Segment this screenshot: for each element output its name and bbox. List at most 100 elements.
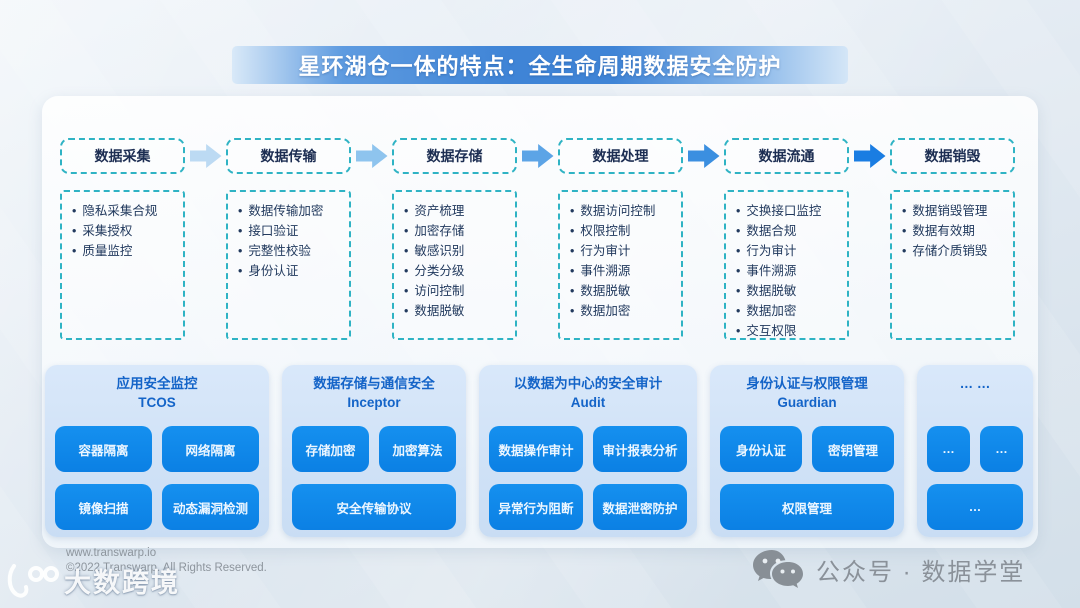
stage-detail-item: 敏感识别 <box>404 241 511 261</box>
arrow-glyph <box>687 144 720 168</box>
stage-detail-list: 数据销毁管理数据有效期存储介质销毁 <box>892 192 1013 261</box>
stage-detail-item: 加密存储 <box>404 221 511 241</box>
stage-detail-item: 行为审计 <box>736 241 843 261</box>
panel-title-block: 以数据为中心的安全审计 Audit <box>479 365 697 424</box>
panel-subtitle: Inceptor <box>347 395 401 410</box>
footer-url: www.transwarp.io <box>66 547 157 559</box>
feature-chip: 镜像扫描 <box>55 484 152 530</box>
panel-subtitle: Guardian <box>777 395 837 410</box>
footer-left: www.transwarp.io ©2022 Transwarp. All Ri… <box>66 546 267 576</box>
stage-detail-item: 数据传输加密 <box>238 201 345 221</box>
panel-title-block: … … <box>917 365 1033 424</box>
stage-detail-item: 数据脱敏 <box>736 281 843 301</box>
flow-arrow-icon <box>849 144 890 168</box>
feature-chip: 安全传输协议 <box>292 484 456 530</box>
feature-chip: 网络隔离 <box>162 426 259 472</box>
stage-header: 数据销毁 <box>890 138 1015 174</box>
panel-title-block: 数据存储与通信安全 Inceptor <box>282 365 466 424</box>
stage-detail-item: 接口验证 <box>238 221 345 241</box>
stage-detail-item: 身份认证 <box>238 261 345 281</box>
feature-chip: … <box>927 426 970 472</box>
arrow-glyph <box>189 144 222 168</box>
stage-detail-item: 采集授权 <box>72 221 179 241</box>
platform-panel: … ………… <box>917 365 1033 537</box>
stage-detail-item: 交互权限 <box>736 321 843 341</box>
stage-header: 数据采集 <box>60 138 185 174</box>
stage-detail-item: 数据脱敏 <box>404 301 511 321</box>
page-title: 星环湖仓一体的特点：全生命周期数据安全防护 <box>298 54 782 79</box>
feature-chip: 数据操作审计 <box>489 426 583 472</box>
stage-detail-item: 分类分级 <box>404 261 511 281</box>
chip-rows: 容器隔离网络隔离镜像扫描动态漏洞检测 <box>45 424 269 530</box>
chip-row: 身份认证密钥管理 <box>720 426 894 472</box>
stage-detail-item: 权限控制 <box>570 221 677 241</box>
panel-title: … … <box>959 376 991 391</box>
flow-arrow-icon <box>683 144 724 168</box>
stage-header: 数据存储 <box>392 138 517 174</box>
flow-arrow-icon <box>185 144 226 168</box>
stage-header: 数据传输 <box>226 138 351 174</box>
wechat-block: 公众号 · 数据学堂 <box>752 548 1025 590</box>
chip-row: 权限管理 <box>720 484 894 530</box>
panel-title: 数据存储与通信安全 <box>313 376 435 391</box>
stage-detail-item: 完整性校验 <box>238 241 345 261</box>
stage-detail-item: 资产梳理 <box>404 201 511 221</box>
stage-detail-list: 资产梳理加密存储敏感识别分类分级访问控制数据脱敏 <box>394 192 515 321</box>
stage-detail-list: 交换接口监控数据合规行为审计事件溯源数据脱敏数据加密交互权限 <box>726 192 847 341</box>
title-ribbon: 星环湖仓一体的特点：全生命周期数据安全防护 <box>232 46 848 84</box>
chip-row: …… <box>927 426 1023 472</box>
stage-detail-item: 事件溯源 <box>736 261 843 281</box>
flow-arrow-icon <box>351 144 392 168</box>
chip-row: 数据操作审计审计报表分析 <box>489 426 687 472</box>
panel-title: 以数据为中心的安全审计 <box>513 376 663 391</box>
feature-chip: 容器隔离 <box>55 426 152 472</box>
panel-subtitle: Audit <box>570 395 606 410</box>
stage-detail-item: 行为审计 <box>570 241 677 261</box>
chip-rows: 身份认证密钥管理权限管理 <box>710 424 904 530</box>
stage-detail-item: 事件溯源 <box>570 261 677 281</box>
stage-detail-list: 数据访问控制权限控制行为审计事件溯源数据脱敏数据加密 <box>560 192 681 321</box>
chip-row: 存储加密加密算法 <box>292 426 456 472</box>
stage-flow-row: 数据采集数据传输数据存储数据处理数据流通数据销毁 <box>60 138 1020 174</box>
platform-panel: 以数据为中心的安全审计 Audit 数据操作审计审计报表分析异常行为阻断数据泄密防护 <box>479 365 697 537</box>
feature-chip: 动态漏洞检测 <box>162 484 259 530</box>
chip-rows: 数据操作审计审计报表分析异常行为阻断数据泄密防护 <box>479 424 697 530</box>
stage-header: 数据处理 <box>558 138 683 174</box>
watermark-text: 大数跨境 <box>64 567 180 598</box>
stage-detail-item: 数据合规 <box>736 221 843 241</box>
stage-detail-item: 隐私采集合规 <box>72 201 179 221</box>
wechat-account-label: 公众号 · 数据学堂 <box>816 558 1026 586</box>
arrow-glyph <box>853 144 886 168</box>
stage-detail-item: 数据有效期 <box>902 221 1009 241</box>
stage-detail-item: 数据脱敏 <box>570 281 677 301</box>
stage-detail-item: 访问控制 <box>404 281 511 301</box>
chip-rows: 存储加密加密算法安全传输协议 <box>282 424 466 530</box>
stage-detail-box: 数据访问控制权限控制行为审计事件溯源数据脱敏数据加密 <box>558 190 683 340</box>
stage-detail-box: 隐私采集合规采集授权质量监控 <box>60 190 185 340</box>
chip-row: … <box>927 484 1023 530</box>
chip-row: 容器隔离网络隔离 <box>55 426 259 472</box>
panel-title: 身份认证与权限管理 <box>746 376 868 391</box>
footer-copyright: ©2022 Transwarp. All Rights Reserved. <box>66 562 267 574</box>
stage-detail-item: 数据加密 <box>736 301 843 321</box>
feature-chip: 异常行为阻断 <box>489 484 583 530</box>
stage-detail-box: 数据传输加密接口验证完整性校验身份认证 <box>226 190 351 340</box>
panel-subtitle: TCOS <box>138 395 176 410</box>
stage-detail-box: 数据销毁管理数据有效期存储介质销毁 <box>890 190 1015 340</box>
feature-chip: … <box>980 426 1023 472</box>
watermark: 大数跨境 <box>6 560 180 600</box>
feature-chip: 密钥管理 <box>812 426 894 472</box>
feature-chip: 加密算法 <box>379 426 456 472</box>
feature-chip: 数据泄密防护 <box>593 484 687 530</box>
stage-detail-box: 交换接口监控数据合规行为审计事件溯源数据脱敏数据加密交互权限 <box>724 190 849 340</box>
chip-row: 安全传输协议 <box>292 484 456 530</box>
stage-details-row: 隐私采集合规采集授权质量监控数据传输加密接口验证完整性校验身份认证资产梳理加密存… <box>60 190 1020 340</box>
stage-detail-item: 数据访问控制 <box>570 201 677 221</box>
feature-chip: … <box>927 484 1023 530</box>
platform-panel: 数据存储与通信安全 Inceptor 存储加密加密算法安全传输协议 <box>282 365 466 537</box>
